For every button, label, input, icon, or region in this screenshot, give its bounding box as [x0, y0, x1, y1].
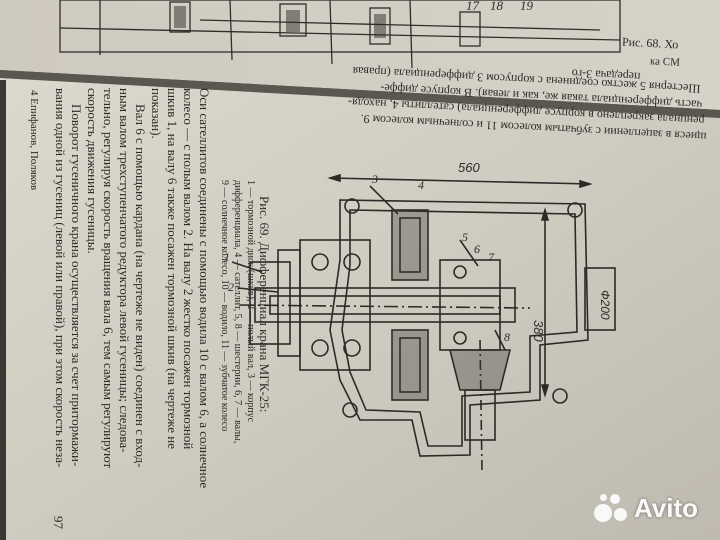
footer-authors: 4 Епифанов, Поляков [28, 90, 40, 191]
part-label-5: 5 [462, 230, 468, 244]
part-label-8: 8 [504, 330, 510, 344]
figure-caption: Рис. 69. Дифференциал крана МГК-25: [257, 196, 272, 413]
body-text-line: Вал 6 с помощью кардана (на чертеже не в… [133, 104, 148, 468]
callout-18: 18 [490, 0, 503, 13]
dimension-380: 380 [531, 320, 546, 342]
dimension-560: 560 [458, 160, 480, 175]
body-text-line: ным валом трехступенчатого редуктора лев… [117, 88, 132, 453]
body-text-line: тельно, регулируя скорость вращения вала… [101, 88, 116, 469]
part-label-6: 6 [474, 242, 480, 256]
avito-watermark: Avito [593, 493, 698, 524]
page-number: 97 [51, 516, 66, 529]
part-label-7: 7 [488, 250, 494, 264]
body-text-line: показан). [149, 88, 164, 139]
body-text-line: вания одной из гусениц (левой или правой… [53, 88, 68, 468]
dimension-200: Ф200 [598, 290, 612, 320]
figure-legend-line: дифференциала, 4 — сателлит, 5, 8 — шест… [232, 180, 243, 444]
callout-19: 19 [520, 0, 533, 13]
part-label-4: 4 [418, 178, 424, 192]
body-text-line: колесо — с полым валом 2. На валу 2 жест… [181, 88, 196, 450]
part-label-1: 1 [224, 250, 230, 264]
body-text-line: Оси сателлитов соединены с помощью водил… [197, 88, 212, 489]
body-text-line: Поворот гусеничного крана осуществляется… [69, 104, 84, 467]
avito-logo-icon [593, 493, 628, 524]
figure-legend-line: 9 — солнечное колесо, 10 — водило, 11 — … [219, 180, 230, 432]
figure-legend-line: 1 — тормозной диск (шкив), 2 — полый вал… [245, 180, 256, 423]
watermark-text: Avito [633, 493, 698, 523]
callout-17: 17 [466, 0, 479, 13]
body-text-line: скорость движения гусеницы. [85, 88, 100, 254]
body-text-line: шкив 1, на валу 6 также посажен тормозно… [165, 88, 180, 449]
part-label-2: 2 [228, 280, 234, 294]
part-label-3: 3 [372, 172, 378, 186]
